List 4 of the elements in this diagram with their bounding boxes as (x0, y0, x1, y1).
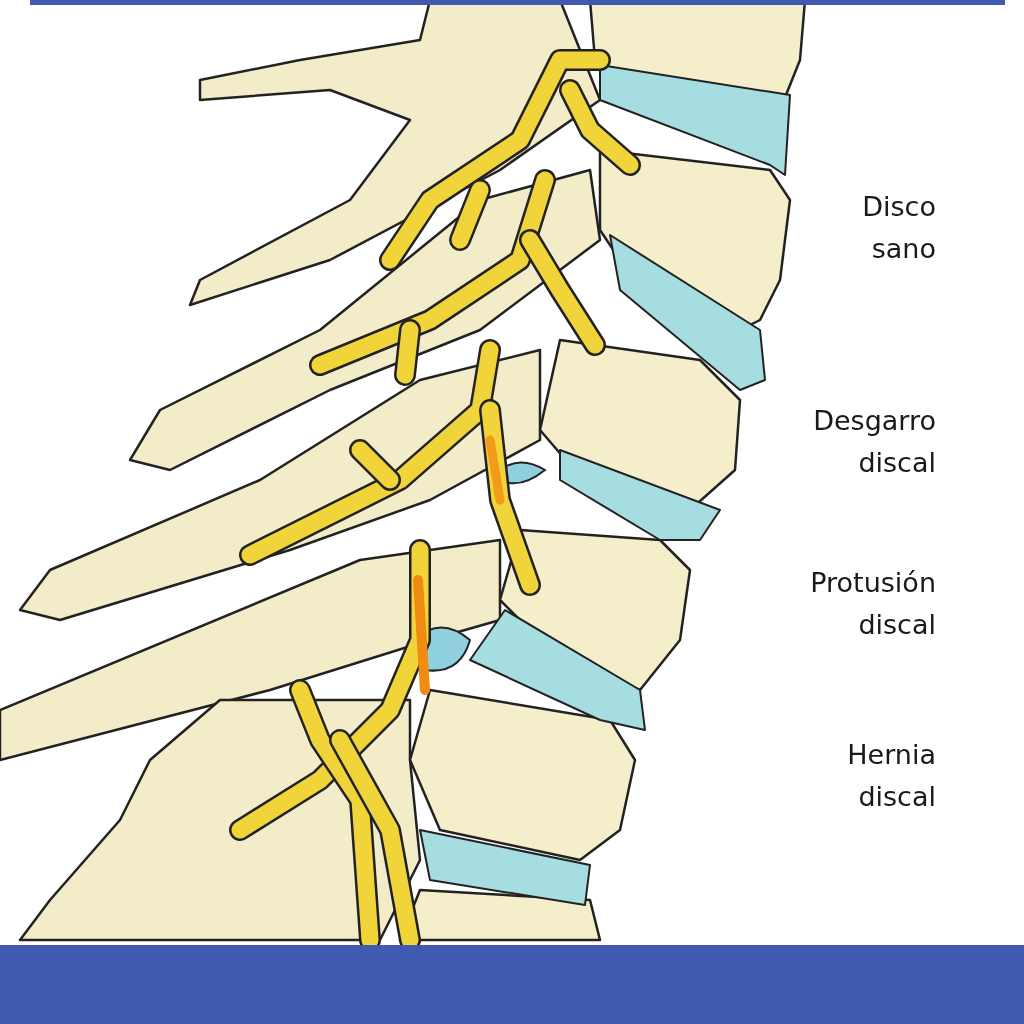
disc-condition-label: Disco sano (862, 190, 936, 266)
disc-condition-label: Hernia discal (847, 738, 936, 814)
disc-condition-label: Desgarro discal (813, 404, 936, 480)
disc-condition-label: Protusión discal (810, 566, 936, 642)
